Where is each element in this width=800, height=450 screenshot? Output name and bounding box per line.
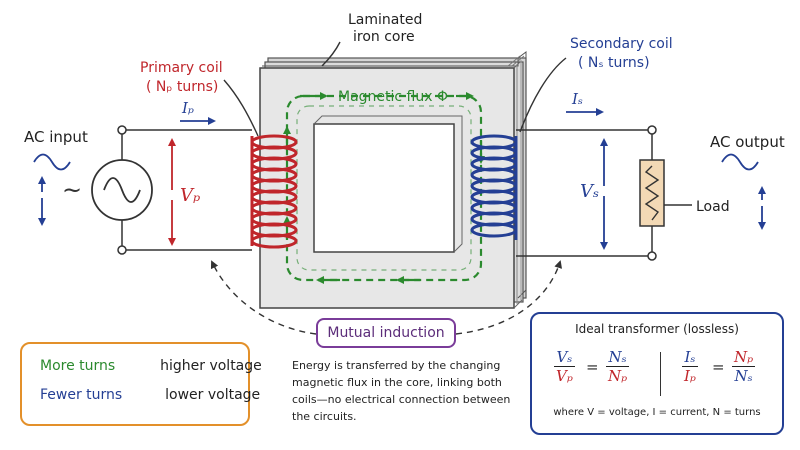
load-label: Load	[696, 199, 730, 215]
energy-description: Energy is transferred by the changing ma…	[292, 359, 511, 423]
primary-coil	[250, 134, 298, 249]
primary-coil-label: Primary coil	[140, 60, 223, 76]
is-label: Iₛ	[571, 90, 583, 108]
fraction-np-ns: Nₚ Nₛ	[732, 348, 756, 385]
core-label-line1: Laminated	[348, 12, 422, 28]
fewer-turns-text: Fewer turns	[40, 387, 123, 403]
formula-vp: Vₚ	[556, 367, 573, 385]
ac-output-label: AC output	[710, 133, 785, 151]
formula-legend: where V = voltage, I = current, N = turn…	[553, 407, 761, 418]
equals-1: =	[586, 358, 599, 376]
formula-ns: Nₛ	[606, 348, 630, 367]
mutual-induction-arc-left	[210, 260, 317, 335]
formula-np: Nₚ	[608, 367, 628, 385]
primary-circuit	[117, 125, 252, 255]
secondary-coil	[470, 134, 518, 240]
secondary-leader	[519, 57, 567, 133]
ac-tilde: ~	[62, 176, 82, 204]
higher-voltage-text: higher voltage	[160, 358, 262, 374]
ac-input-label: AC input	[24, 128, 88, 146]
mutual-induction-label: Mutual induction	[316, 318, 456, 348]
core-leader	[321, 41, 341, 67]
formula-divider	[660, 352, 661, 396]
more-turns-text: More turns	[40, 358, 116, 374]
load-resistor	[639, 159, 692, 227]
fraction-ns-np: Nₛ Nₚ	[606, 348, 630, 385]
ip-label: Iₚ	[181, 99, 194, 117]
vp-label: Vₚ	[180, 185, 200, 206]
lower-voltage-text: lower voltage	[165, 387, 261, 403]
primary-leader	[223, 79, 259, 137]
secondary-circuit	[516, 125, 657, 261]
legend-row-more: More turns higher voltage	[40, 358, 262, 374]
formula-is: Iₛ	[682, 348, 698, 367]
ac-output-wave-icon	[721, 153, 759, 171]
equals-2: =	[712, 358, 725, 376]
formula-vs: Vₛ	[554, 348, 575, 367]
fraction-vs-vp: Vₛ Vₚ	[554, 348, 575, 385]
legend-row-fewer: Fewer turns lower voltage	[40, 387, 260, 403]
formula-title: Ideal transformer (lossless)	[575, 322, 739, 336]
ac-input-wave-icon	[33, 153, 71, 171]
flux-label: Magnetic flux Φ	[338, 89, 448, 105]
ideal-transformer-box: Ideal transformer (lossless) Vₛ Vₚ = Nₛ …	[530, 312, 784, 435]
turns-legend: More turns higher voltage Fewer turns lo…	[20, 342, 262, 426]
fraction-is-ip: Iₛ Iₚ	[682, 348, 698, 385]
secondary-turns-label: ( Nₛ turns)	[578, 55, 650, 71]
ac-source	[91, 159, 153, 221]
primary-turns-label: ( Nₚ turns)	[146, 79, 218, 95]
formula-ip: Iₚ	[684, 367, 696, 385]
vs-label: Vₛ	[580, 181, 599, 202]
secondary-coil-label: Secondary coil	[570, 36, 673, 52]
formula-ns2: Nₛ	[734, 367, 753, 385]
formula-np2: Nₚ	[732, 348, 756, 367]
core-label-line2: iron core	[353, 29, 415, 45]
